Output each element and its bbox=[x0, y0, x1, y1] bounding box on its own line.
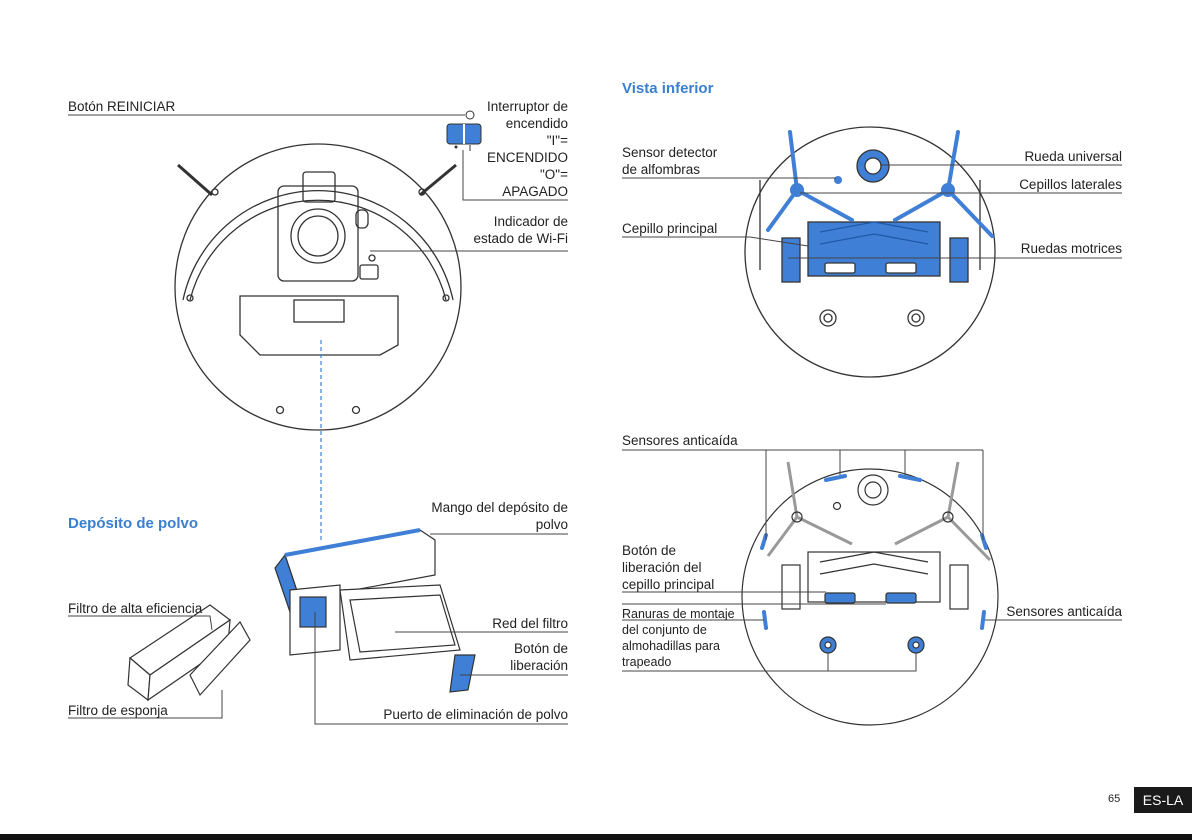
dust-bin-leader-lines bbox=[68, 533, 568, 725]
label-drive-wheels: Ruedas motrices bbox=[1020, 241, 1122, 256]
label-brush-release: Botón de liberación del cepillo principa… bbox=[622, 543, 715, 592]
label-universal-wheel: Rueda universal bbox=[1024, 149, 1122, 164]
label-sponge-filter: Filtro de esponja bbox=[68, 703, 168, 718]
label-cliff-sensors-top: Sensores anticaída bbox=[622, 433, 738, 448]
label-wifi-indicator: Indicador de estado de Wi-Fi bbox=[473, 214, 568, 246]
label-release-button: Botón de liberación bbox=[510, 641, 568, 673]
label-side-brushes: Cepillos laterales bbox=[1019, 177, 1122, 192]
label-filter-net: Red del filtro bbox=[492, 616, 568, 631]
power-switch-illustration bbox=[446, 110, 482, 151]
label-main-brush: Cepillo principal bbox=[622, 221, 718, 236]
label-dust-port: Puerto de eliminación de polvo bbox=[383, 707, 568, 722]
label-power-switch: Interruptor de encendido "I"= ENCENDIDO … bbox=[486, 99, 568, 199]
robot-bottom-view bbox=[744, 126, 996, 378]
robot-top-view bbox=[174, 143, 462, 431]
label-cliff-sensors-right: Sensores anticaída bbox=[1006, 604, 1122, 619]
robot-bottom-view-2 bbox=[741, 461, 999, 726]
label-reset-button: Botón REINICIAR bbox=[68, 99, 176, 114]
bottom-view-leader-lines bbox=[622, 164, 1122, 259]
bottom-bar bbox=[0, 834, 1192, 840]
label-carpet-sensor: Sensor detector de alfombras bbox=[622, 145, 718, 177]
cliff-sensors-illustration bbox=[760, 474, 988, 630]
bottom-view-2-leader-lines bbox=[622, 449, 1122, 672]
heading-dust-bin: Depósito de polvo bbox=[68, 515, 199, 532]
top-view-leader-lines bbox=[68, 114, 568, 252]
language-tag: ES-LA bbox=[1134, 787, 1192, 813]
label-hepa-filter: Filtro de alta eficiencia bbox=[68, 601, 203, 616]
heading-bottom-view: Vista inferior bbox=[622, 80, 714, 97]
side-brushes-bottom bbox=[766, 130, 994, 238]
label-mop-slots: Ranuras de montaje del conjunto de almoh… bbox=[622, 607, 735, 669]
label-bin-handle: Mango del depósito de polvo bbox=[431, 500, 568, 532]
page-number: 65 bbox=[1108, 793, 1121, 805]
